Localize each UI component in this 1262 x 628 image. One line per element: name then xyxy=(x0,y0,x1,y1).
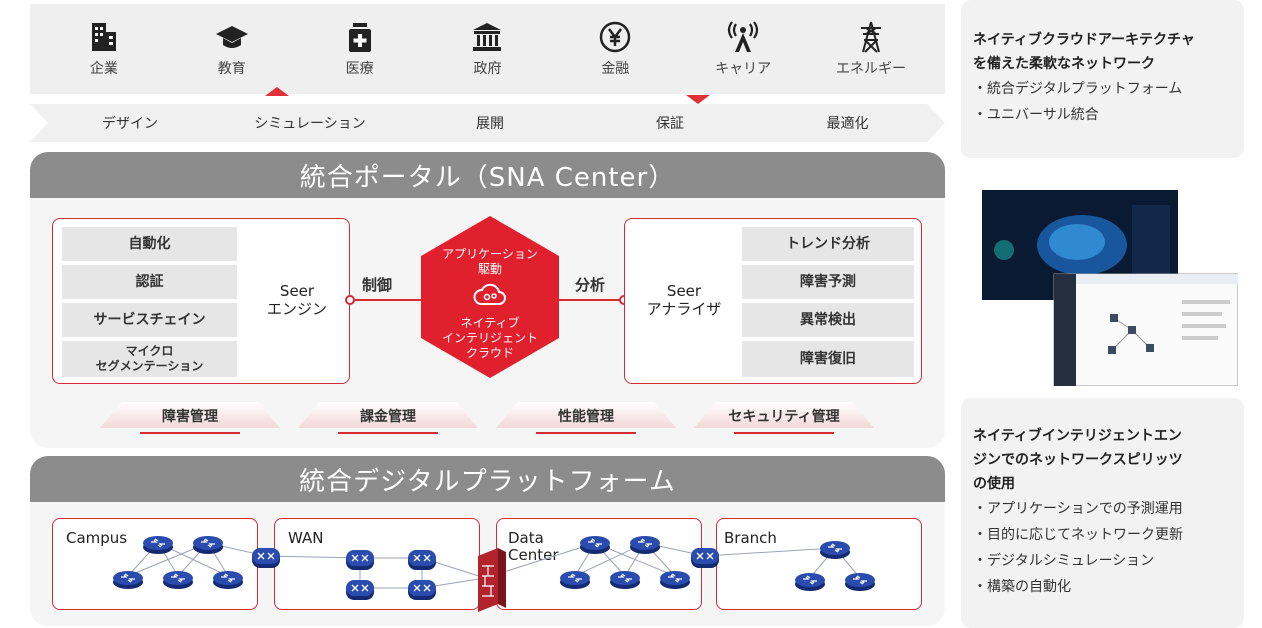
graduation-cap-icon xyxy=(215,26,248,48)
info-panel-top: ネイティブクラウドアーキテクチャ を備えた柔軟なネットワーク ・統合デジタルプラ… xyxy=(961,0,1244,158)
network-campus xyxy=(52,518,258,610)
building-icon xyxy=(91,23,116,51)
industry-label: 政府 xyxy=(473,61,502,77)
industry-label: 教育 xyxy=(217,61,246,77)
seer-engine-label: Seer エンジン xyxy=(266,282,327,318)
portal-title-bar: 統合ポータル（SNA Center） xyxy=(30,152,945,198)
panel-heading: ネイティブインテリジェントエン ジンでのネットワークスピリッツ の使用 xyxy=(973,428,1183,492)
portal-title: 統合ポータル（SNA Center） xyxy=(299,162,676,193)
platform-title: 統合デジタルプラットフォーム xyxy=(299,466,676,497)
engine-item: マイクロ セグメンテーション xyxy=(62,341,237,377)
analyzer-item: 障害復旧 xyxy=(742,341,914,377)
panel-item: ・目的に応じてネットワーク更新 xyxy=(973,527,1183,543)
yen-icon xyxy=(600,21,631,53)
management-item: 性能管理 xyxy=(496,402,676,438)
network-label: Data Center xyxy=(508,529,559,564)
info-panel-bottom: ネイティブインテリジェントエン ジンでのネットワークスピリッツ の使用 ・アプリ… xyxy=(961,398,1244,628)
process-label: 最適化 xyxy=(826,116,869,132)
management-label: 課金管理 xyxy=(360,409,416,425)
industry-finance: 金融 xyxy=(560,20,670,78)
management-label: 性能管理 xyxy=(558,409,614,425)
management-item: 課金管理 xyxy=(298,402,478,438)
cloud-gear-icon xyxy=(473,283,506,305)
medical-kit-icon xyxy=(348,23,371,52)
panel-heading: ネイティブクラウドアーキテクチャ を備えた柔軟なネットワーク xyxy=(973,32,1195,72)
process-flow: デザイン シミュレーション 展開 保証 最適化 xyxy=(30,104,945,142)
dashboard-screenshots xyxy=(982,190,1239,387)
government-building-icon xyxy=(473,23,502,51)
network-label: Branch xyxy=(724,529,777,547)
management-item: セキュリティ管理 xyxy=(694,402,874,438)
panel-item: ・デジタルシミュレーション xyxy=(973,553,1155,569)
industry-label: エネルギー xyxy=(835,61,906,77)
process-step-simulation: シミュレーション xyxy=(210,104,410,142)
power-tower-icon xyxy=(860,21,881,53)
engine-item: サービスチェイン xyxy=(62,303,237,337)
analyzer-item: トレンド分析 xyxy=(742,227,914,261)
panel-item: ・アプリケーションでの予測運用 xyxy=(973,501,1183,517)
industry-label: 金融 xyxy=(601,61,630,77)
network-label: Campus xyxy=(66,529,128,547)
industry-energy: エネルギー xyxy=(816,20,926,78)
management-item: 障害管理 xyxy=(100,402,280,438)
industry-enterprise: 企業 xyxy=(49,20,159,78)
industry-label: キャリア xyxy=(715,61,772,77)
industry-bar: 企業 教育 医療 政府 金融 キャリア エネルギー xyxy=(30,4,945,94)
engine-item: 認証 xyxy=(62,265,237,299)
up-arrow-icon xyxy=(265,87,289,96)
analysis-label: 分析 xyxy=(575,276,606,294)
industry-medical: 医療 xyxy=(305,20,415,78)
down-arrow-icon xyxy=(686,95,710,104)
portal-section: 統合ポータル（SNA Center） 自動化 認証 サービスチェイン マイクロ … xyxy=(30,152,945,448)
industry-carrier: キャリア xyxy=(688,20,798,78)
management-label: セキュリティ管理 xyxy=(728,409,840,425)
management-label: 障害管理 xyxy=(162,409,218,425)
process-label: 保証 xyxy=(656,116,684,132)
panel-item: ・統合デジタルプラットフォーム xyxy=(973,81,1183,97)
network-topology xyxy=(112,535,876,612)
connector-dot xyxy=(345,295,355,305)
control-label: 制御 xyxy=(362,276,393,294)
platform-section: 統合デジタルプラットフォーム Campus WAN Data Center Br… xyxy=(30,456,945,626)
industry-government: 政府 xyxy=(432,20,542,78)
process-step-deploy: 展開 xyxy=(390,104,590,142)
industry-education: 教育 xyxy=(177,20,287,78)
industry-label: 医療 xyxy=(345,61,374,77)
process-step-optimize: 最適化 xyxy=(750,104,945,142)
panel-item: ・構築の自動化 xyxy=(973,579,1071,595)
analyzer-item: 異常検出 xyxy=(742,303,914,337)
network-branch xyxy=(716,518,922,610)
analyzer-link-line xyxy=(550,299,622,301)
engine-link-line xyxy=(355,299,427,301)
process-label: デザイン xyxy=(102,116,158,132)
firewall-icon xyxy=(478,548,506,612)
hub-bottom-text: ネイティブ インテリジェント クラウド xyxy=(441,316,538,360)
industry-label: 企業 xyxy=(89,61,118,77)
seer-analyzer-label: Seer アナライザ xyxy=(646,282,722,318)
process-step-design: デザイン xyxy=(30,104,230,142)
analyzer-item: 障害予測 xyxy=(742,265,914,299)
platform-title-bar: 統合デジタルプラットフォーム xyxy=(30,456,945,502)
process-step-assurance: 保証 xyxy=(570,104,770,142)
broadcast-tower-icon xyxy=(728,21,759,52)
engine-item: 自動化 xyxy=(62,227,237,261)
process-label: 展開 xyxy=(476,116,504,132)
network-label: WAN xyxy=(288,529,324,547)
hub-top-text: アプリケーション 駆動 xyxy=(442,247,538,276)
panel-item: ・ユニバーサル統合 xyxy=(973,107,1099,123)
dashboard-image xyxy=(982,190,1239,387)
process-label: シミュレーション xyxy=(254,116,366,132)
